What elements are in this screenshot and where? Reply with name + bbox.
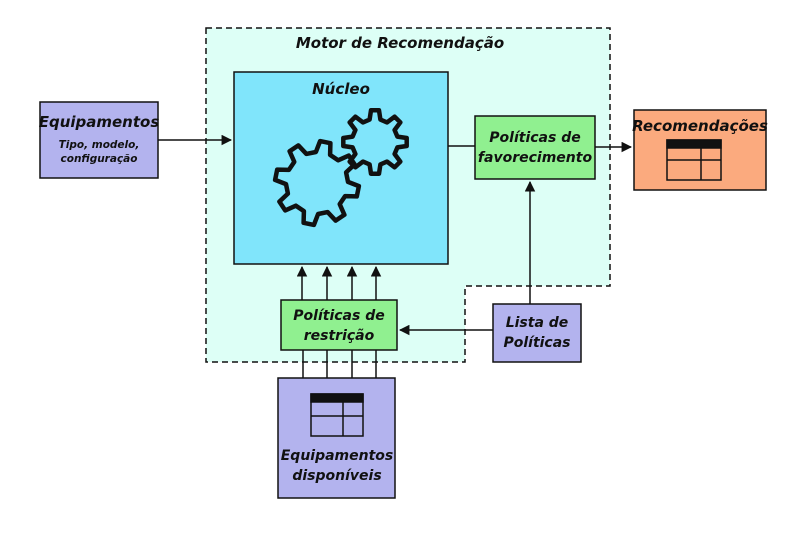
equipment-input-subtitle-2: configuração [61, 153, 138, 165]
available-equipment-line2: disponíveis [292, 468, 381, 484]
available-equipment-line1: Equipamentos [281, 448, 394, 464]
favoring-policies-line2: favorecimento [478, 150, 593, 166]
policy-list-line1: Lista de [506, 315, 569, 331]
table-icon [666, 139, 722, 181]
equipment-input-subtitle-1: Tipo, modelo, [59, 139, 140, 151]
table-icon [310, 393, 364, 437]
policy-list-box [492, 303, 582, 363]
gear-icon [272, 138, 362, 228]
engine-title: Motor de Recomendação [296, 34, 504, 52]
restriction-policies-line2: restrição [304, 328, 375, 344]
recommendations-box [633, 109, 767, 191]
restriction-policies-line1: Políticas de [293, 308, 384, 324]
core-title: Núcleo [312, 80, 370, 98]
recommendations-title: Recomendações [632, 117, 768, 135]
gear-icon [341, 108, 409, 176]
equipment-input-box [39, 101, 159, 179]
policy-list-line2: Políticas [503, 335, 570, 351]
favoring-policies-line1: Políticas de [489, 130, 580, 146]
equipment-input-title: Equipamentos [39, 113, 160, 131]
favoring-policies-box [474, 115, 596, 180]
core-box [233, 71, 449, 265]
restriction-policies-box [280, 299, 398, 351]
